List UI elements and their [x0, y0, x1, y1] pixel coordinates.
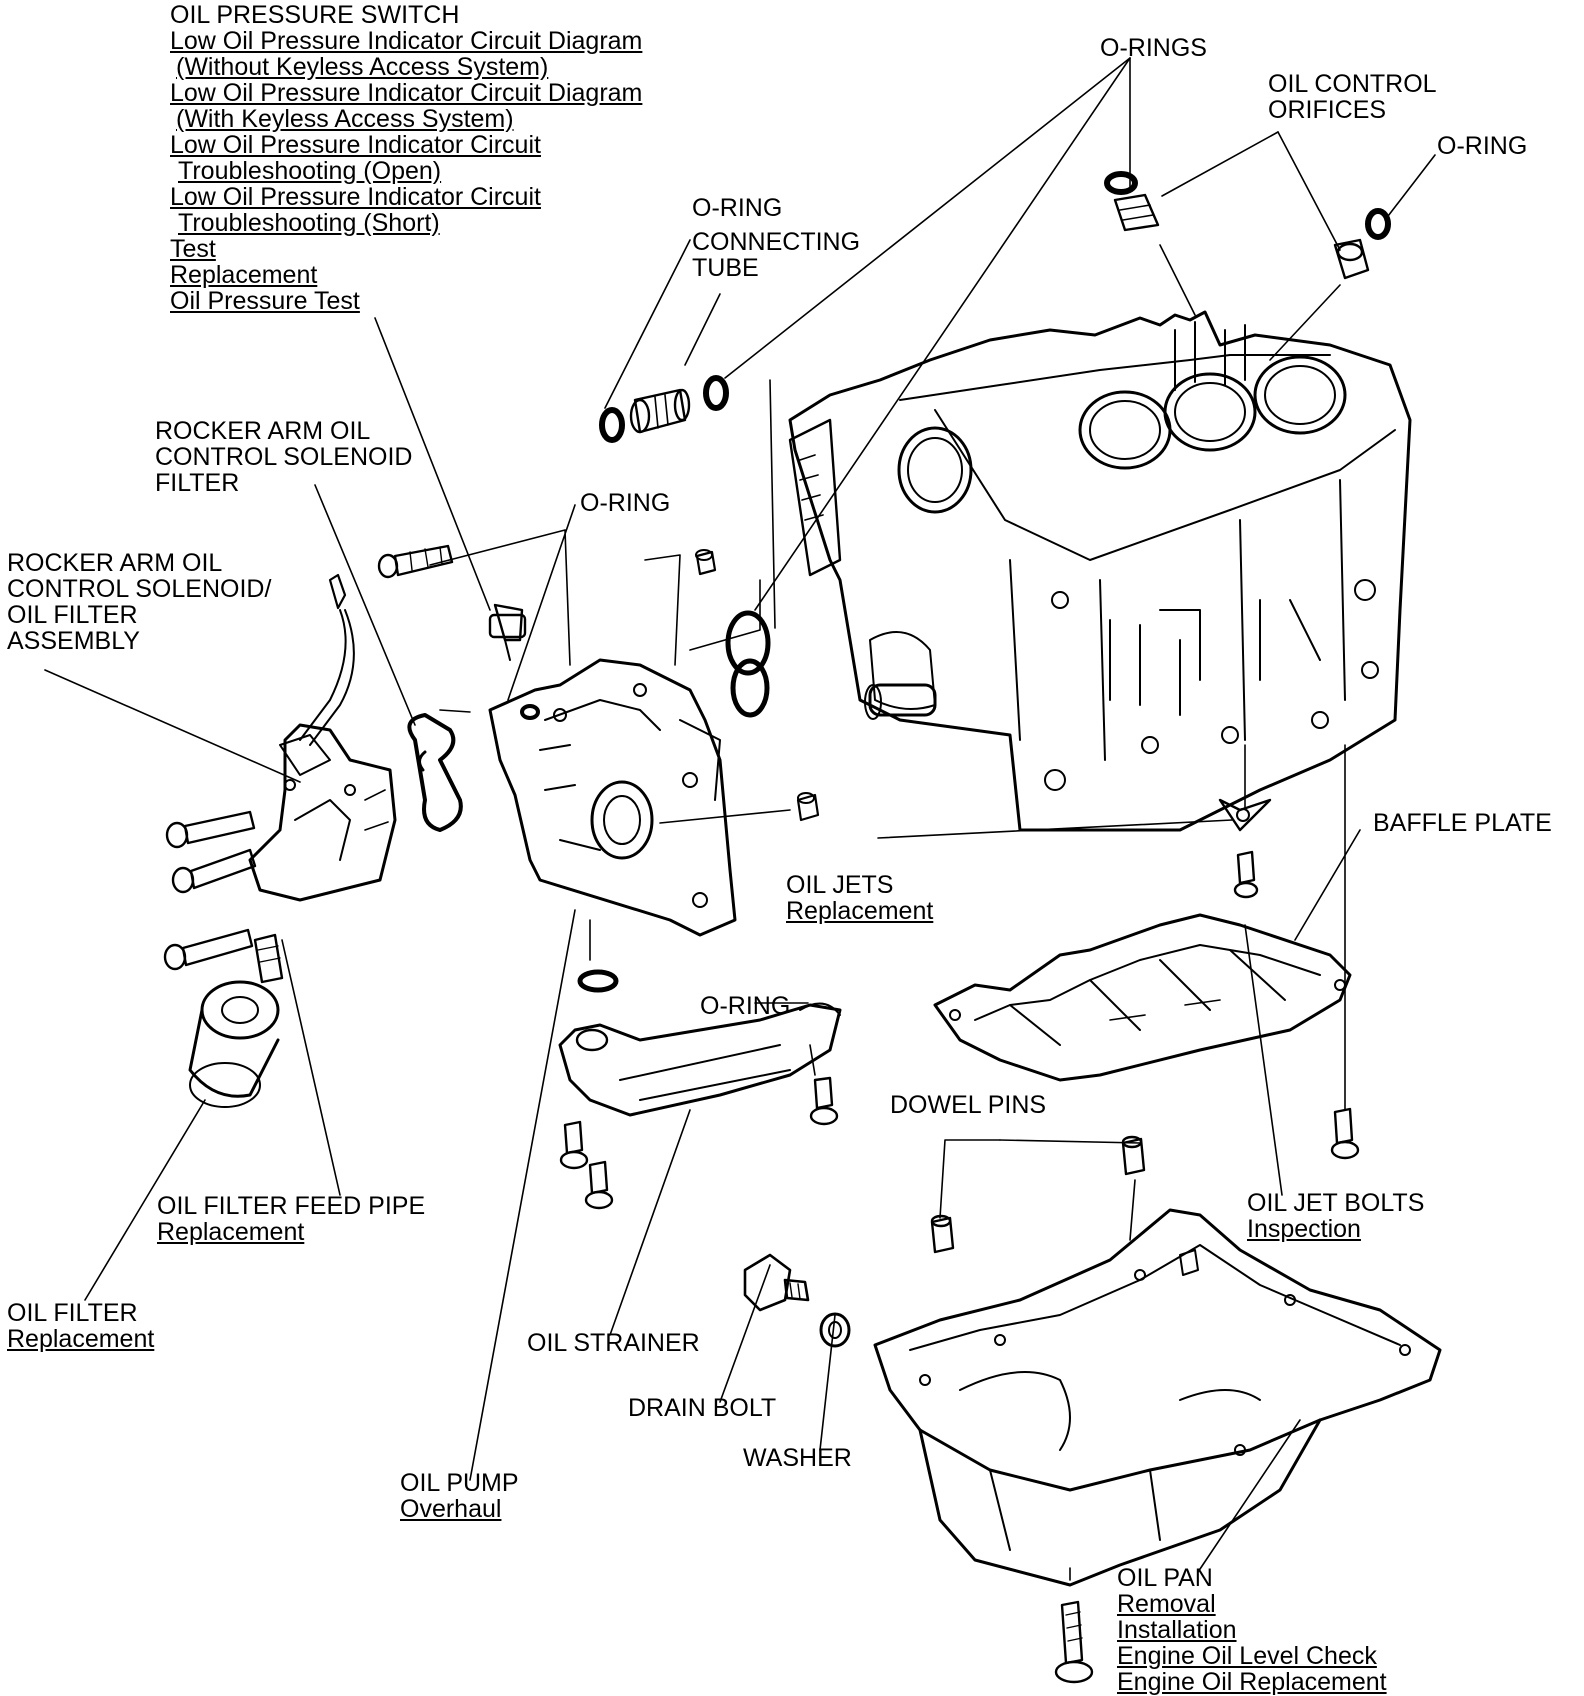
- oil-jets-label: OIL JETS Replacement: [786, 872, 933, 924]
- troubleshooting-open-link[interactable]: Low Oil Pressure Indicator Circuit: [170, 131, 541, 159]
- label-line: CONTROL SOLENOID: [155, 443, 413, 471]
- label-line: DOWEL PINS: [890, 1091, 1047, 1119]
- label-line: OIL PAN: [1117, 1564, 1213, 1592]
- circuit-diagram-keyless-link[interactable]: (With Keyless Access System): [176, 105, 514, 133]
- oil-jet-bolts-label: OIL JET BOLTS Inspection: [1247, 1190, 1424, 1242]
- oil-pump-label: OIL PUMP Overhaul: [400, 1470, 519, 1522]
- label-line: ROCKER ARM OIL: [155, 417, 371, 445]
- label-line: DRAIN BOLT: [628, 1394, 777, 1422]
- pan-bolt: [1054, 1600, 1094, 1684]
- oil-pressure-switch: [488, 603, 527, 661]
- label-line: ORIFICES: [1268, 96, 1387, 124]
- bank-gasket: [788, 418, 842, 577]
- solenoid-filter-assembly: [248, 573, 463, 902]
- label-line: TUBE: [692, 254, 759, 282]
- label-line: O-RING: [580, 489, 671, 517]
- label-line: FILTER: [155, 469, 240, 497]
- oil-filter: [188, 980, 280, 1108]
- oil-filter-label: OIL FILTER Replacement: [7, 1300, 154, 1352]
- label-line: O-RINGS: [1100, 34, 1207, 62]
- o-ring-right-label: O-RING: [1437, 133, 1527, 159]
- oil-filter-feed-pipe-label: OIL FILTER FEED PIPE Replacement: [157, 1193, 425, 1245]
- oil-strainer: [558, 969, 842, 1117]
- connecting-tube-label: CONNECTING TUBE: [692, 229, 860, 281]
- washer-label: WASHER: [743, 1445, 852, 1471]
- label-line: OIL PUMP: [400, 1469, 519, 1497]
- orifice-parts: [1104, 171, 1391, 280]
- troubleshooting-short-link[interactable]: Troubleshooting (Short): [178, 209, 440, 237]
- rocker-arm-assembly-label: ROCKER ARM OIL CONTROL SOLENOID/ OIL FIL…: [7, 550, 271, 654]
- oil-pan-installation-link[interactable]: Installation: [1117, 1616, 1237, 1644]
- o-ring-strainer-label: O-RING: [700, 993, 790, 1019]
- pump-dowel-pins: [695, 549, 820, 822]
- label-line: OIL FILTER FEED PIPE: [157, 1192, 426, 1220]
- washer: [819, 1312, 851, 1348]
- label-line: BAFFLE PLATE: [1373, 809, 1552, 837]
- rocker-gasket: [725, 610, 771, 718]
- dowel-pins-label: DOWEL PINS: [890, 1092, 1046, 1118]
- label-line: WASHER: [743, 1444, 852, 1472]
- engine-oil-replacement-link[interactable]: Engine Oil Replacement: [1117, 1668, 1387, 1696]
- solenoid-bolts: [163, 810, 257, 971]
- test-link[interactable]: Test: [170, 235, 216, 263]
- o-ring-pump-label: O-RING: [580, 490, 670, 516]
- oil-pan: [873, 1208, 1442, 1587]
- o-rings-label: O-RINGS: [1100, 35, 1207, 61]
- o-ring-tube-label: O-RING: [692, 195, 782, 221]
- oil-filter-feed-pipe: [253, 933, 284, 984]
- label-line: O-RING: [700, 992, 791, 1020]
- oil-pressure-test-link[interactable]: Oil Pressure Test: [170, 287, 360, 315]
- label-line: O-RING: [1437, 132, 1528, 160]
- label-line: ASSEMBLY: [7, 627, 140, 655]
- oil-pump: [488, 658, 737, 937]
- oil-jet: [1218, 798, 1272, 832]
- label-line: OIL STRAINER: [527, 1329, 700, 1357]
- oil-jet-bolts-inspection-link[interactable]: Inspection: [1247, 1215, 1361, 1243]
- label-line: OIL JETS: [786, 871, 894, 899]
- oil-jet-bolt: [1233, 850, 1259, 899]
- label-line: CONNECTING: [692, 228, 861, 256]
- bolt-top: [377, 544, 454, 579]
- circuit-diagram-keyless-link[interactable]: Low Oil Pressure Indicator Circuit Diagr…: [170, 79, 643, 107]
- label-line: ROCKER ARM OIL: [7, 549, 223, 577]
- troubleshooting-open-link[interactable]: Troubleshooting (Open): [178, 157, 442, 185]
- drain-bolt-label: DRAIN BOLT: [628, 1395, 776, 1421]
- circuit-diagram-link[interactable]: (Without Keyless Access System): [176, 53, 549, 81]
- baffle-plate-label: BAFFLE PLATE: [1373, 810, 1552, 836]
- label-line: OIL FILTER: [7, 601, 138, 629]
- baffle-plate: [933, 913, 1352, 1082]
- pan-dowel-pins: [930, 1135, 1146, 1254]
- label-line: O-RING: [692, 194, 783, 222]
- connecting-tube-assembly: [599, 375, 729, 443]
- baffle-bolt: [1330, 1107, 1360, 1160]
- strainer-bolts: [559, 1076, 839, 1210]
- oil-jets-replacement-link[interactable]: Replacement: [786, 897, 934, 925]
- oil-strainer-label: OIL STRAINER: [527, 1330, 700, 1356]
- label-line: OIL CONTROL: [1268, 70, 1437, 98]
- oil-pressure-switch-title: OIL PRESSURE SWITCH: [170, 1, 460, 29]
- oil-pump-overhaul-link[interactable]: Overhaul: [400, 1495, 502, 1523]
- rocker-arm-filter-label: ROCKER ARM OIL CONTROL SOLENOID FILTER: [155, 418, 412, 496]
- label-line: OIL FILTER: [7, 1299, 138, 1327]
- circuit-diagram-link[interactable]: Low Oil Pressure Indicator Circuit Diagr…: [170, 27, 643, 55]
- label-line: OIL JET BOLTS: [1247, 1189, 1425, 1217]
- drain-bolt: [743, 1253, 810, 1312]
- feed-pipe-replacement-link[interactable]: Replacement: [157, 1218, 305, 1246]
- troubleshooting-short-link[interactable]: Low Oil Pressure Indicator Circuit: [170, 183, 541, 211]
- engine-oil-level-check-link[interactable]: Engine Oil Level Check: [1117, 1642, 1377, 1670]
- label-line: CONTROL SOLENOID/: [7, 575, 272, 603]
- engine-block: [788, 310, 1412, 832]
- oil-pan-label: OIL PAN Removal Installation Engine Oil …: [1117, 1565, 1387, 1695]
- replacement-link[interactable]: Replacement: [170, 261, 318, 289]
- oil-filter-replacement-link[interactable]: Replacement: [7, 1325, 155, 1353]
- oil-pan-removal-link[interactable]: Removal: [1117, 1590, 1216, 1618]
- oil-pressure-switch-label: OIL PRESSURE SWITCH Low Oil Pressure Ind…: [170, 2, 642, 314]
- oil-control-orifices-label: OIL CONTROL ORIFICES: [1268, 71, 1437, 123]
